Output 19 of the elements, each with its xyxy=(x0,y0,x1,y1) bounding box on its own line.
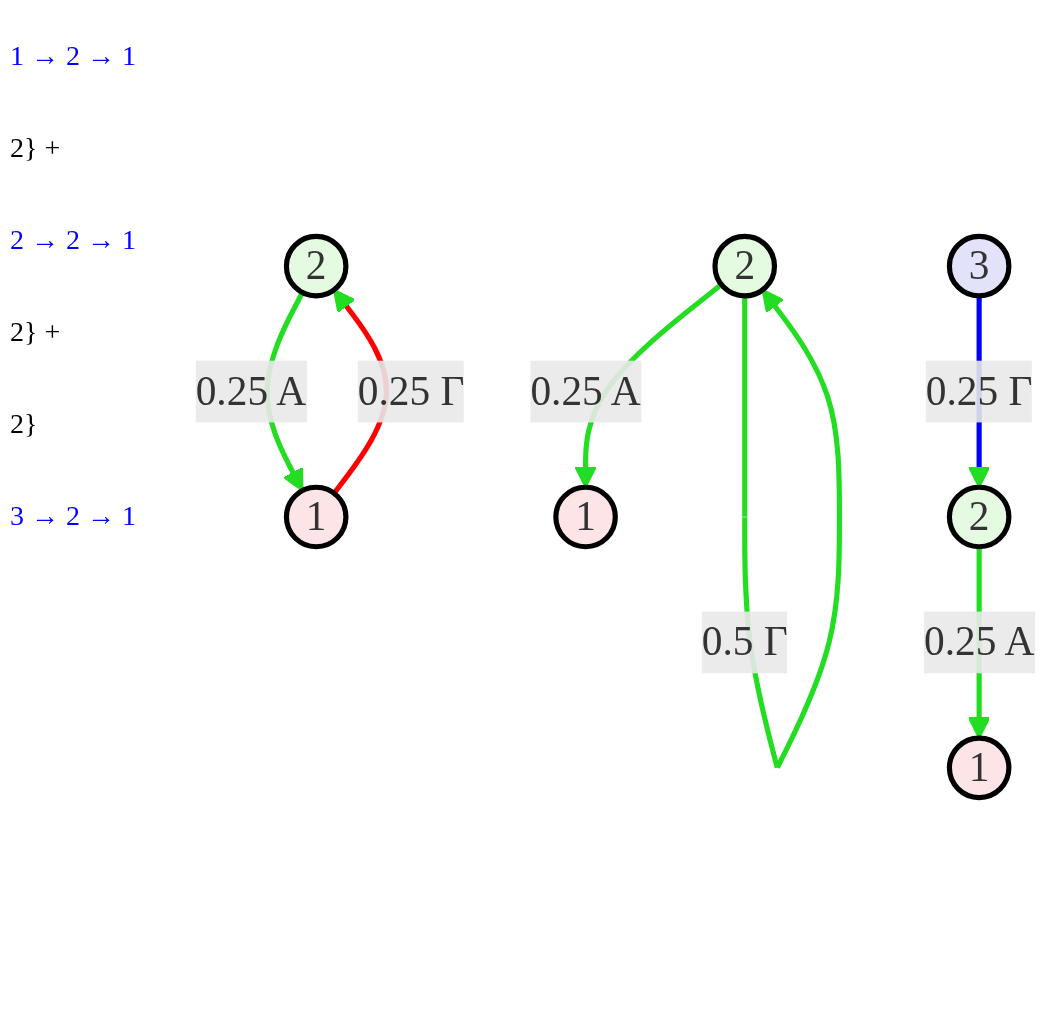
node-circle: 1 xyxy=(553,484,618,550)
node-circle: 1 xyxy=(946,735,1012,801)
edge-label: 0.25 Γ xyxy=(925,368,1033,413)
edge-label: 0.25 A xyxy=(923,619,1035,664)
node-circle: 2 xyxy=(283,233,349,299)
edge-label: 0.5 Γ xyxy=(701,619,788,664)
formula-text: 2} xyxy=(10,408,39,440)
node-circle: 3 xyxy=(946,233,1012,299)
path-label: 2 → 2 → 1 xyxy=(10,224,137,256)
formula-text: 2} + xyxy=(10,132,62,164)
edge-label: 0.25 A xyxy=(195,368,307,413)
node-circle: 2 xyxy=(946,484,1012,550)
path-label: 3 → 2 → 1 xyxy=(10,500,137,532)
formula-text: 2} + xyxy=(10,316,62,348)
node-circle: 1 xyxy=(283,484,349,550)
node-circle: 2 xyxy=(712,233,778,299)
path-label: 1 → 2 → 1 xyxy=(10,40,137,72)
edge-label: 0.25 A xyxy=(530,368,641,413)
edge-label: 0.25 Γ xyxy=(357,368,465,413)
